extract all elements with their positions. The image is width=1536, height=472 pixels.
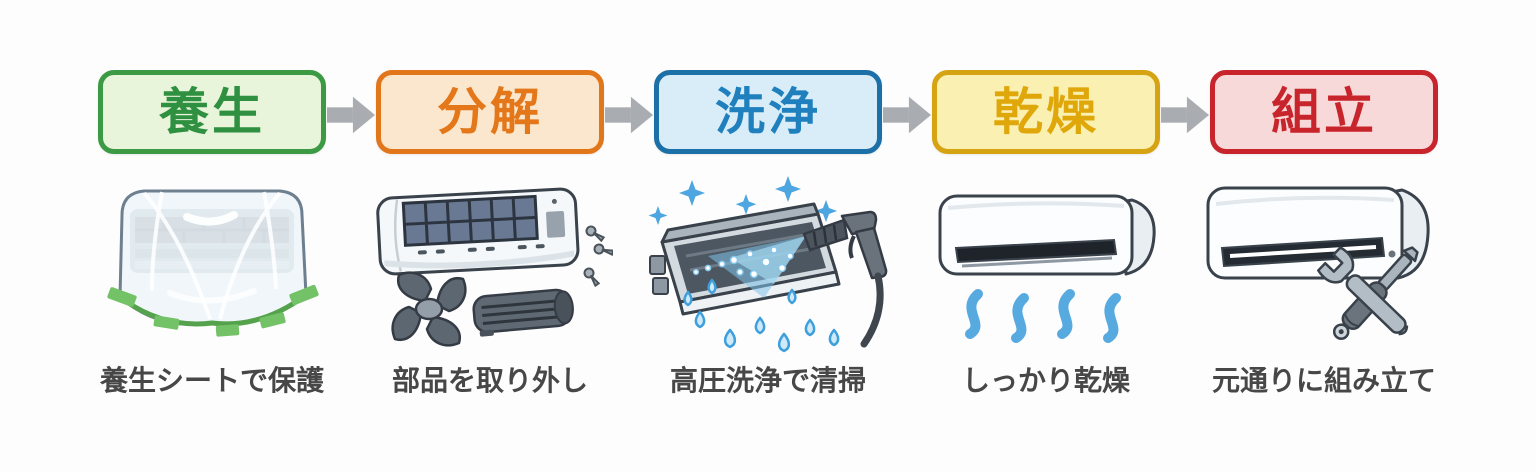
step-column-yojo: 養生 xyxy=(97,70,327,398)
tools xyxy=(1317,246,1419,340)
ac-reassembled-with-tools-illustration xyxy=(1198,168,1450,360)
step-column-kanso: 乾燥 しっかり乾燥 xyxy=(931,70,1161,398)
drying-ac-icon xyxy=(938,194,1156,343)
step-label: 組立 xyxy=(1271,84,1377,140)
step-caption: 養生シートで保護 xyxy=(99,365,324,396)
arrow-right-icon xyxy=(327,96,375,134)
water-drops xyxy=(683,278,840,353)
arrow-right-icon xyxy=(605,96,653,134)
step-box-kanso: 乾燥 xyxy=(932,70,1160,154)
airflow-wave-icons xyxy=(965,289,1121,343)
pressure-washer-gun xyxy=(802,210,888,348)
step-column-senjo: 洗浄 xyxy=(648,70,888,398)
step-label: 養生 xyxy=(159,84,265,140)
step-column-kumitate: 組立 xyxy=(1206,70,1439,398)
step-box-kumitate: 組立 xyxy=(1210,70,1438,154)
fan-blade-part xyxy=(391,271,467,347)
water-spray xyxy=(692,236,806,298)
ac-drying-airflow-illustration xyxy=(926,168,1166,360)
step-caption: 高圧洗浄で清掃 xyxy=(669,365,866,396)
ac-disassembled-parts-illustration xyxy=(367,168,613,360)
sparkle-icons xyxy=(648,176,837,225)
step-caption: しっかり乾燥 xyxy=(961,365,1130,396)
washing-ac-icon xyxy=(648,176,888,353)
step-box-bunkai: 分解 xyxy=(376,70,604,154)
green-tape-trim xyxy=(107,284,319,337)
ac-covered-with-sheet-illustration xyxy=(90,168,334,360)
wrench-icon xyxy=(1317,246,1409,336)
roller-fan-part xyxy=(472,288,574,337)
ac-body-open xyxy=(376,187,580,276)
ac-unit-reassembled xyxy=(1206,186,1430,280)
ac-unit-clean xyxy=(938,194,1156,276)
step-caption: 元通りに組み立て xyxy=(1211,365,1436,396)
step-label: 洗浄 xyxy=(715,84,821,140)
disassembled-ac-icon xyxy=(376,187,613,347)
ac-high-pressure-washing-illustration xyxy=(642,168,894,360)
step-column-bunkai: 分解 xyxy=(375,70,613,398)
arrow-right-icon xyxy=(883,96,931,134)
step-caption: 部品を取り外し xyxy=(391,365,588,396)
process-flow-diagram: 養生 xyxy=(97,70,1439,398)
covered-ac-icon xyxy=(107,189,319,337)
protective-sheet xyxy=(118,189,308,327)
step-box-yojo: 養生 xyxy=(98,70,326,154)
step-label: 分解 xyxy=(437,84,543,140)
reassembled-ac-icon xyxy=(1206,186,1430,340)
screws xyxy=(583,225,613,288)
step-box-senjo: 洗浄 xyxy=(654,70,882,154)
arrow-right-icon xyxy=(1161,96,1209,134)
step-label: 乾燥 xyxy=(993,84,1099,140)
